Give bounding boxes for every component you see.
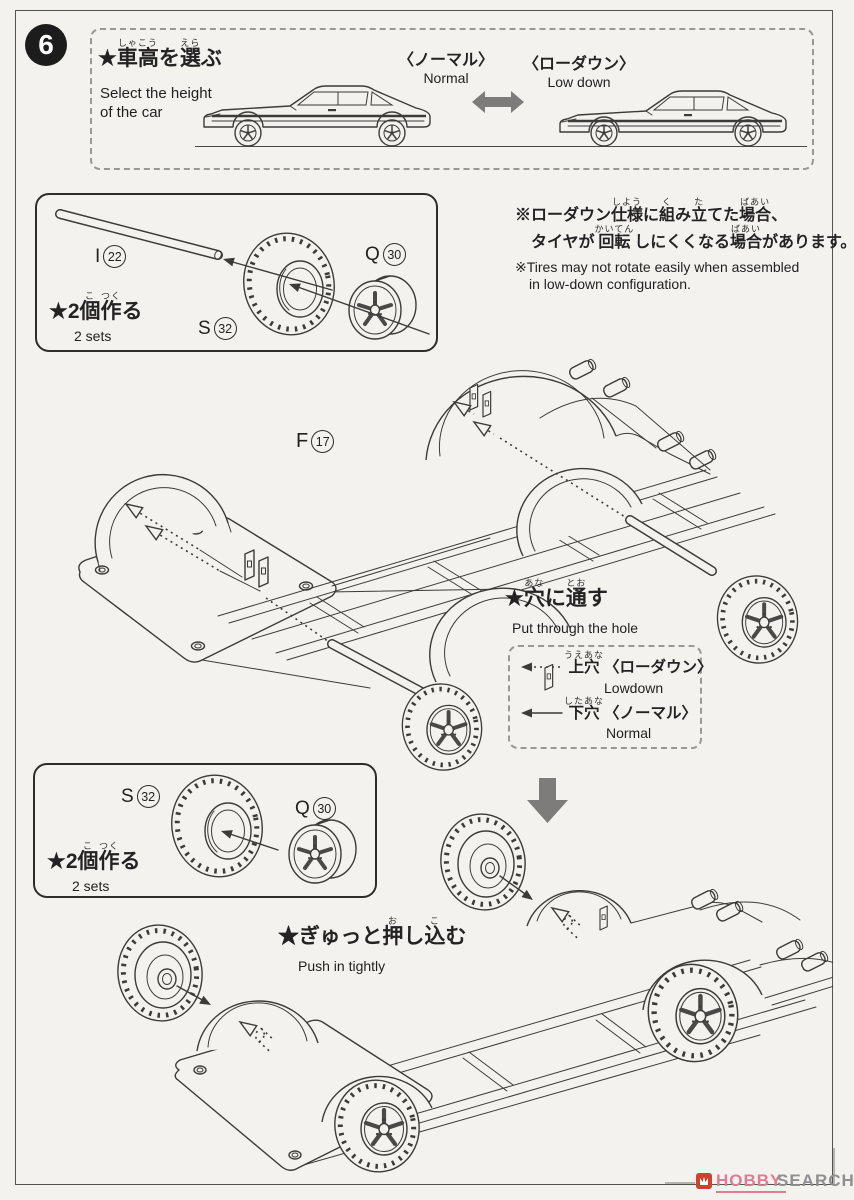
step-number-badge: 6 bbox=[25, 24, 67, 66]
tire-drawing bbox=[237, 227, 341, 341]
height-select-title: ★ しゃこう車高 を えら選 ぶ bbox=[98, 38, 222, 70]
logo-line-right bbox=[833, 1148, 835, 1184]
logo-hobby-text: HOBBY bbox=[716, 1171, 787, 1193]
sets-label: 2 sets bbox=[74, 328, 112, 344]
height-select-box bbox=[90, 28, 814, 170]
push-title: ★ぎゅっと お押 し こ込 む bbox=[278, 916, 467, 948]
ground-line bbox=[195, 146, 807, 147]
legend-upper-hole: うえあな上穴 〈ローダウン〉 bbox=[564, 650, 713, 676]
logo-line-left bbox=[665, 1182, 695, 1184]
axle-rod-drawing bbox=[55, 209, 223, 260]
chassis-upper-drawing bbox=[78, 358, 815, 778]
chassis-lower-drawing bbox=[60, 778, 833, 1185]
legend-lowdown-en: Lowdown bbox=[604, 680, 664, 696]
caution-en-line1: ※Tires may not rotate easily when assemb… bbox=[515, 258, 800, 275]
legend-lower-hole: したあな下穴 〈ノーマル〉 bbox=[564, 696, 698, 722]
logo-search-text: SEARCH bbox=[777, 1171, 854, 1190]
hole-title-en: Put through the hole bbox=[512, 620, 639, 636]
height-select-subtitle: Select the height of the car bbox=[100, 85, 212, 121]
caution-jp-line2: タイヤが かいてん回転 しにくくなる ばあい場合 があります。 bbox=[531, 224, 854, 252]
lowdown-arrow-icon bbox=[521, 662, 562, 672]
tire-drawing-2 bbox=[165, 769, 269, 883]
sets-label-2: 2 sets bbox=[72, 878, 110, 894]
lowdown-label: 〈ローダウン〉 Low down bbox=[523, 56, 636, 90]
double-arrow-icon bbox=[472, 91, 524, 113]
wheel-drawing-2 bbox=[287, 818, 358, 885]
hole-title: ★ あな穴 に とお通 す bbox=[505, 578, 608, 610]
push-title-en: Push in tightly bbox=[298, 958, 386, 974]
page-border bbox=[15, 10, 833, 1185]
caution-block: ※ローダウン しよう仕様 に く組 み た立 てた ばあい場合 、 タイヤが か… bbox=[515, 197, 854, 292]
caution-jp-line1: ※ローダウン しよう仕様 に く組 み た立 てた ばあい場合 、 bbox=[515, 197, 788, 224]
normal-arrow-icon bbox=[521, 708, 563, 718]
hobby-search-icon bbox=[696, 1173, 712, 1189]
wheel-drawing bbox=[347, 274, 418, 341]
legend-normal-en: Normal bbox=[606, 725, 652, 741]
hole-legend-box: うえあな上穴 〈ローダウン〉 Lowdown したあな下穴 〈ノーマル〉 Nor… bbox=[508, 645, 713, 749]
car-lowdown-drawing bbox=[558, 89, 788, 147]
car-normal-drawing bbox=[202, 84, 432, 147]
normal-label: 〈ノーマル〉 Normal bbox=[398, 52, 495, 86]
down-arrow-icon bbox=[527, 778, 568, 823]
caution-en-line2: in low-down configuration. bbox=[529, 275, 691, 292]
make-two-label: ★2 こ個 つく作 る bbox=[49, 291, 143, 323]
hobby-search-watermark: HOBBY SEARCH bbox=[665, 1146, 854, 1200]
make-two-label-2: ★2 こ個 つく作 る bbox=[47, 841, 141, 873]
